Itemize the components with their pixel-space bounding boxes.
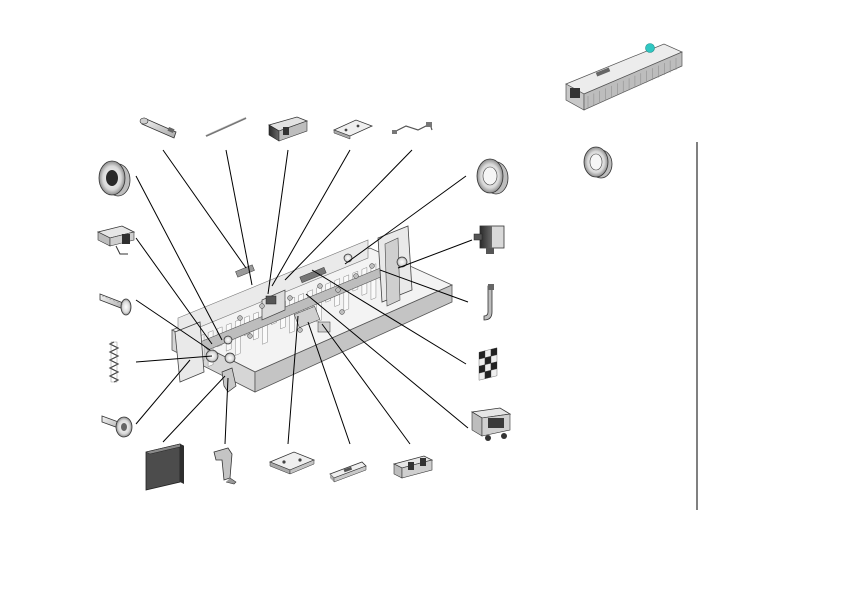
screw-icon: [99, 293, 132, 316]
bracket-plate-icon: [332, 119, 374, 140]
latch-arm-icon: [213, 447, 237, 485]
hook-lever-icon: [483, 284, 494, 321]
latch-clamp-icon: [96, 225, 136, 255]
wire-rod-icon: [205, 116, 247, 137]
clip-block-icon: [268, 116, 309, 142]
spring-icon: [108, 341, 120, 383]
slotted-plate-icon: [329, 461, 367, 483]
connector-icon: [392, 455, 434, 479]
fuser-unit-overview: [565, 43, 683, 111]
lever-pin-icon: [139, 117, 177, 139]
bushing-icon: [476, 158, 509, 195]
bushing-icon: [583, 146, 613, 179]
sensor-block-icon: [473, 225, 505, 254]
checkered-flag-icon: [478, 347, 498, 381]
fuser-unit-exploded: [171, 225, 453, 393]
leader-lines: [135, 149, 473, 445]
thermostat-icon: [470, 407, 512, 441]
mounting-plate-icon: [268, 451, 316, 475]
gear-screw-icon: [101, 415, 133, 438]
cover-box-icon: [145, 443, 185, 491]
wire-harness-icon: [392, 122, 433, 134]
bushing-icon: [98, 160, 131, 197]
